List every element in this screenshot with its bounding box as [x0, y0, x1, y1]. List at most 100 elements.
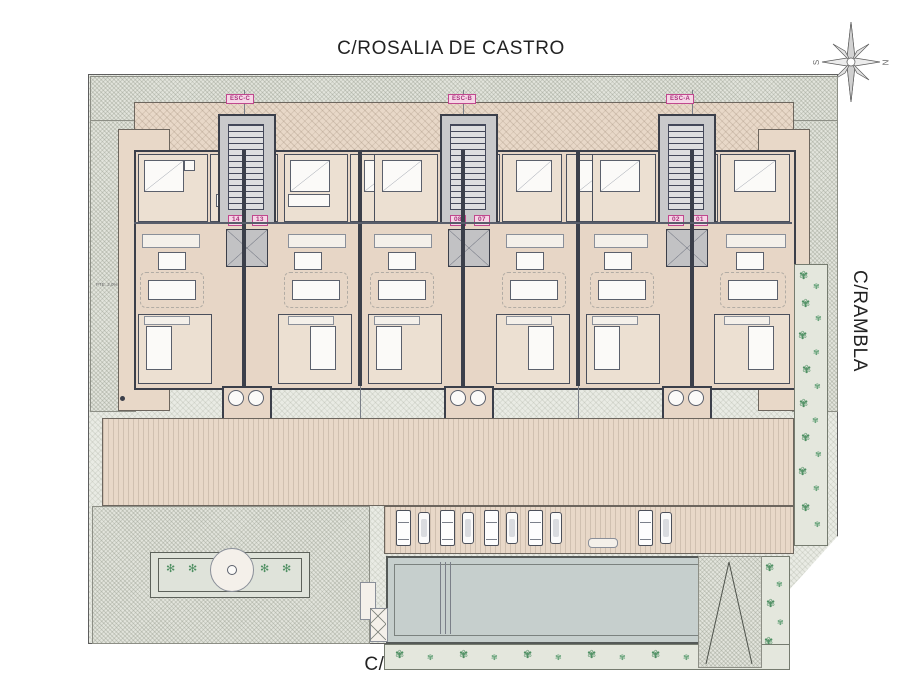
- compass-label-east: N: [880, 59, 890, 66]
- pool-lane-1: [440, 562, 441, 634]
- sofa-b-right: [528, 326, 554, 370]
- staircase-b: [450, 124, 486, 210]
- garden-fountain-center: [227, 565, 237, 575]
- car-4: [528, 510, 543, 546]
- sofa-b-left: [376, 326, 402, 370]
- tv-unit-c-right: [288, 316, 334, 325]
- garden-plant-4: ✻: [282, 563, 292, 575]
- tv-unit-c-left: [144, 316, 190, 325]
- balcony-planter-b1: [450, 390, 466, 406]
- island-c-right: [294, 252, 322, 270]
- unit-tag-13: 13: [252, 215, 268, 226]
- kitchen-counter-a-right: [726, 234, 786, 248]
- motorcycle-5: [660, 512, 672, 544]
- party-wall-1: [242, 150, 246, 386]
- kitchen-counter-b-right: [506, 234, 564, 248]
- car-1: [396, 510, 411, 546]
- unit-tag-08: 08: [450, 215, 466, 226]
- bed-b1: [382, 160, 422, 192]
- compass-label-west: S: [812, 59, 822, 66]
- bed-a3: [734, 160, 776, 192]
- street-label-top: C/ROSALIA DE CASTRO: [337, 38, 565, 59]
- party-wall-2: [358, 150, 362, 386]
- kitchen-counter-c-left: [142, 234, 200, 248]
- tv-unit-a-right: [724, 316, 770, 325]
- bed-b3: [516, 160, 552, 192]
- dining-zone-c-right: [284, 272, 348, 308]
- dining-table-a-right: [728, 280, 778, 300]
- slope-annotation: PTE. 2,0%: [96, 282, 118, 287]
- site-plan[interactable]: ESC-C 14 13 ESC-B 08 07: [88, 74, 838, 670]
- dining-table-c-left: [148, 280, 196, 300]
- compass-rose-icon: [821, 21, 881, 103]
- kitchen-counter-a-left: [594, 234, 648, 248]
- motorcycle-3: [506, 512, 518, 544]
- motorcycle-4: [550, 512, 562, 544]
- street-label-right: C/RAMBLA: [849, 270, 870, 372]
- island-b-right: [516, 252, 544, 270]
- dining-table-b-left: [378, 280, 426, 300]
- parking-bench: [588, 538, 618, 548]
- nightstand-c1: [184, 160, 195, 171]
- party-wall-5: [690, 150, 694, 386]
- compass-rose: S N: [812, 18, 890, 106]
- wardrobe-c3: [288, 194, 330, 207]
- dining-zone-b-right: [502, 272, 566, 308]
- kitchen-counter-c-right: [288, 234, 346, 248]
- garden-plant-2: ✻: [188, 563, 198, 575]
- pool-lane-2: [445, 562, 446, 634]
- corridor-wall-north: [134, 222, 792, 224]
- dining-table-a-left: [598, 280, 646, 300]
- island-b-left: [388, 252, 416, 270]
- motorcycle-1: [418, 512, 430, 544]
- motorcycle-2: [462, 512, 474, 544]
- dining-table-c-right: [292, 280, 340, 300]
- exterior-stair-icon: [370, 608, 386, 640]
- dining-zone-c-left: [140, 272, 204, 308]
- survey-point: [120, 396, 125, 401]
- planting-strip-east: ✾✾ ✾✾ ✾✾ ✾✾ ✾✾ ✾✾ ✾✾ ✾✾: [794, 264, 828, 546]
- balcony-planter-c1: [228, 390, 244, 406]
- pool-lane-3: [450, 562, 451, 634]
- balcony-planter-a1: [668, 390, 684, 406]
- party-wall-3: [461, 150, 465, 386]
- staircase-a: [668, 124, 704, 210]
- bed-a1: [600, 160, 640, 192]
- dining-zone-b-left: [370, 272, 434, 308]
- unit-tag-07: 07: [474, 215, 490, 226]
- stair-core-label-c: ESC-C: [226, 94, 255, 104]
- balcony-planter-b2: [470, 390, 486, 406]
- elevator-b: [448, 229, 490, 267]
- balcony-planter-a2: [688, 390, 704, 406]
- elevator-c: [226, 229, 268, 267]
- car-2: [440, 510, 455, 546]
- bed-c3: [290, 160, 330, 192]
- courtyard-paving-south: [102, 418, 794, 506]
- island-c-left: [158, 252, 186, 270]
- dining-zone-a-right: [720, 272, 786, 308]
- car-3: [484, 510, 499, 546]
- island-a-right: [736, 252, 764, 270]
- party-wall-4: [576, 150, 580, 386]
- tv-unit-b-right: [506, 316, 552, 325]
- sofa-a-left: [594, 326, 620, 370]
- stair-core-label-b: ESC-B: [448, 94, 477, 104]
- car-5: [638, 510, 653, 546]
- balcony-planter-c2: [248, 390, 264, 406]
- sofa-a-right: [748, 326, 774, 370]
- garden-plant-3: ✻: [260, 563, 270, 575]
- dining-table-b-right: [510, 280, 558, 300]
- tv-unit-b-left: [374, 316, 420, 325]
- island-a-left: [604, 252, 632, 270]
- ramp-arrow-icon: [705, 561, 753, 665]
- sofa-c-right: [310, 326, 336, 370]
- sofa-c-left: [146, 326, 172, 370]
- garden-courtyard[interactable]: [92, 506, 370, 644]
- staircase-c: [228, 124, 264, 210]
- elevator-a: [666, 229, 708, 267]
- garden-plant-1: ✻: [166, 563, 176, 575]
- tv-unit-a-left: [592, 316, 638, 325]
- bed-c1: [144, 160, 184, 192]
- unit-tag-02: 02: [668, 215, 684, 226]
- dining-zone-a-left: [590, 272, 654, 308]
